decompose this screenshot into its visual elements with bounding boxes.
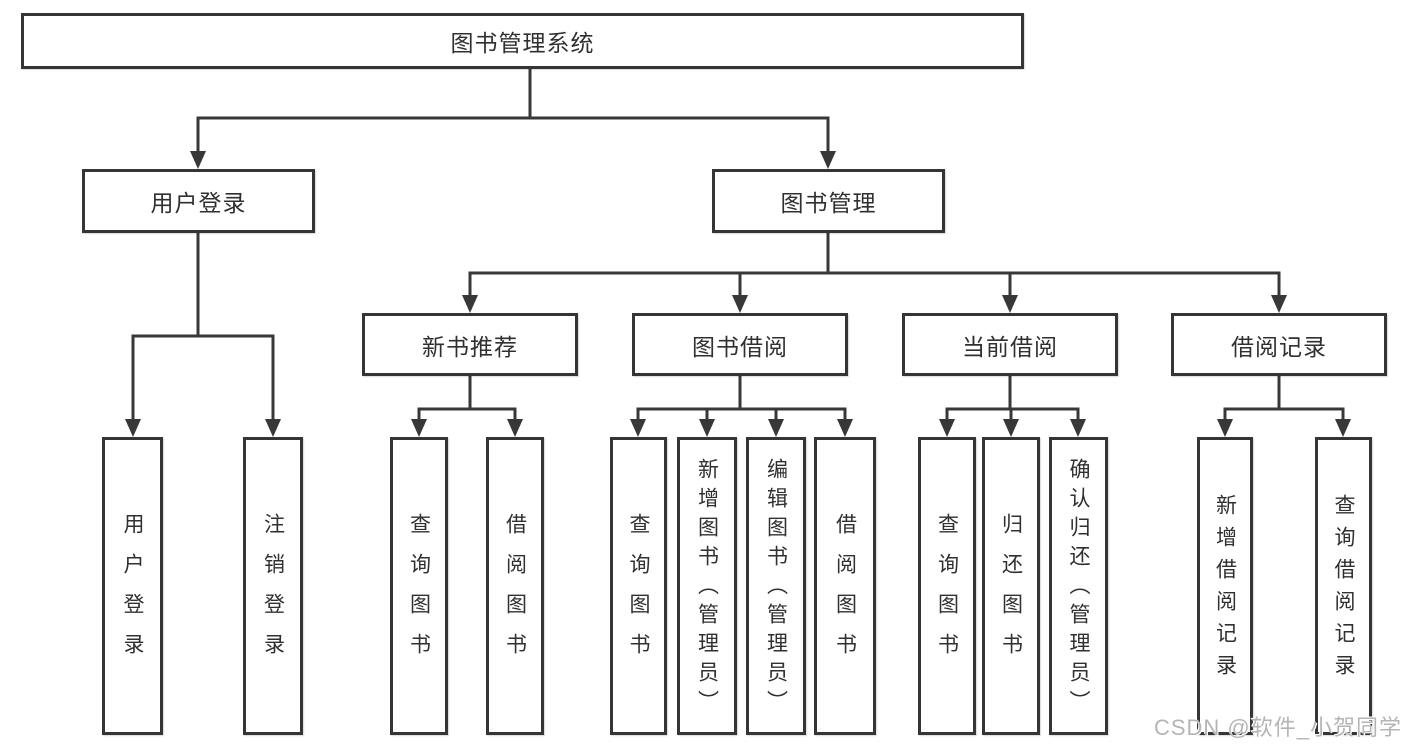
node-root-label: 图书管理系统: [450, 30, 595, 56]
node-leaf-edit-books-admin-label: 编辑图书（管理员）: [764, 458, 788, 719]
node-leaf-newbook-borrow-books: 借阅图书: [486, 437, 544, 735]
node-borrow-records: 借阅记录: [1171, 313, 1387, 376]
connector-user-login-to-children: [131, 233, 275, 425]
node-leaf-user-login: 用户登录: [102, 437, 163, 735]
node-borrow-records-label: 借阅记录: [1231, 333, 1327, 360]
node-leaf-borrowing-query-books-label: 查询图书: [627, 513, 650, 673]
node-leaf-newbook-borrow-books-label: 借阅图书: [503, 513, 527, 673]
node-leaf-query-borrow-record: 查询借阅记录: [1315, 437, 1372, 735]
node-leaf-return-books-label: 归还图书: [999, 513, 1023, 673]
node-current-borrowing: 当前借阅: [902, 313, 1118, 376]
node-new-book-recommend-label: 新书推荐: [422, 333, 518, 360]
node-leaf-borrowing-borrow-books: 借阅图书: [814, 437, 876, 735]
node-leaf-return-books: 归还图书: [982, 437, 1040, 735]
connector-root-to-level2: [196, 69, 830, 157]
node-leaf-current-query-books-label: 查询图书: [935, 513, 959, 673]
connector-current-borrow-to-children: [945, 376, 1080, 425]
connector-book-borrow-to-children: [636, 376, 847, 425]
node-leaf-borrowing-query-books: 查询图书: [610, 437, 667, 735]
connector-borrow-record-to-children: [1223, 376, 1345, 425]
node-leaf-add-borrow-record-label: 新增借阅记录: [1213, 494, 1237, 686]
node-book-borrowing: 图书借阅: [632, 313, 848, 376]
node-book-management-label: 图书管理: [780, 190, 877, 216]
node-leaf-current-query-books: 查询图书: [918, 437, 976, 735]
node-leaf-newbook-query-books-label: 查询图书: [407, 513, 431, 673]
node-leaf-add-borrow-record: 新增借阅记录: [1197, 437, 1253, 735]
connector-new-book-to-children: [417, 376, 517, 425]
node-leaf-query-borrow-record-label: 查询借阅记录: [1332, 494, 1355, 686]
csdn-watermark: CSDN @软件_小贺同学: [1153, 715, 1402, 740]
node-user-login-label: 用户登录: [150, 190, 247, 216]
node-new-book-recommend: 新书推荐: [362, 313, 578, 376]
node-leaf-edit-books-admin: 编辑图书（管理员）: [746, 437, 806, 735]
node-user-login: 用户登录: [82, 169, 315, 233]
node-book-management: 图书管理: [712, 169, 945, 233]
node-leaf-logout: 注销登录: [243, 437, 303, 735]
node-leaf-confirm-return-admin: 确认归还（管理员）: [1049, 437, 1108, 735]
node-leaf-confirm-return-admin-label: 确认归还（管理员）: [1067, 458, 1090, 719]
node-book-borrowing-label: 图书借阅: [692, 333, 788, 360]
node-leaf-newbook-query-books: 查询图书: [390, 437, 448, 735]
node-leaf-user-login-label: 用户登录: [121, 513, 144, 673]
node-root: 图书管理系统: [21, 13, 1024, 69]
node-leaf-add-books-admin: 新增图书（管理员）: [677, 437, 737, 735]
connector-book-mgmt-to-level3: [468, 233, 1281, 301]
node-leaf-logout-label: 注销登录: [261, 513, 285, 673]
node-leaf-borrowing-borrow-books-label: 借阅图书: [833, 513, 857, 673]
node-current-borrowing-label: 当前借阅: [962, 333, 1058, 360]
node-leaf-add-books-admin-label: 新增图书（管理员）: [695, 458, 719, 719]
